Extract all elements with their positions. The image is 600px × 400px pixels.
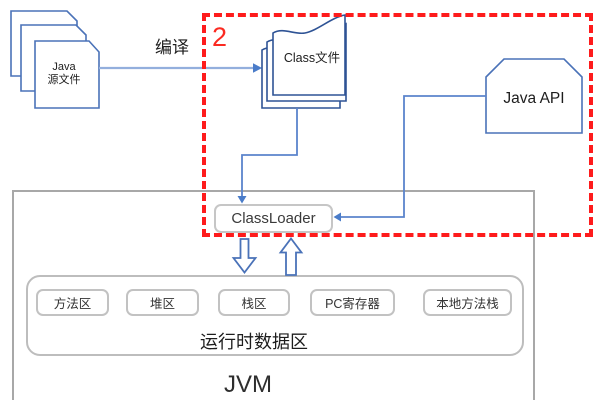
pc-register-label: PC寄存器 [325,297,380,311]
classloader-box: ClassLoader [214,204,333,233]
jvm-label: JVM [224,371,272,398]
native-method-stack-label: 本地方法栈 [436,297,499,311]
native-method-stack-box: 本地方法栈 [423,289,512,316]
method-area-box: 方法区 [36,289,109,316]
classfile-connector-line [241,108,298,197]
java-source-files-icon [10,10,100,109]
method-area-label: 方法区 [53,297,92,311]
compile-arrow [99,63,262,73]
heap-area-label: 堆区 [149,297,175,311]
classloader-label: ClassLoader [231,210,316,227]
class-doc-back [261,30,341,109]
class-file-label: Class文件 [283,51,341,65]
heap-area-box: 堆区 [126,289,199,316]
pc-register-box: PC寄存器 [310,289,395,316]
stack-area-label: 栈区 [241,297,267,311]
java-api-label: Java API [503,90,565,107]
java-source-label: Java 源文件 [39,61,89,87]
runtime-data-area-label: 运行时数据区 [200,332,308,352]
java-source-label-line2: 源文件 [47,74,81,86]
stack-area-box: 栈区 [218,289,290,316]
compile-label: 编译 [155,38,189,57]
step-number-label: 2 [212,22,228,52]
java-source-label-line1: Java [52,61,76,73]
compile-arrowhead [253,63,262,73]
